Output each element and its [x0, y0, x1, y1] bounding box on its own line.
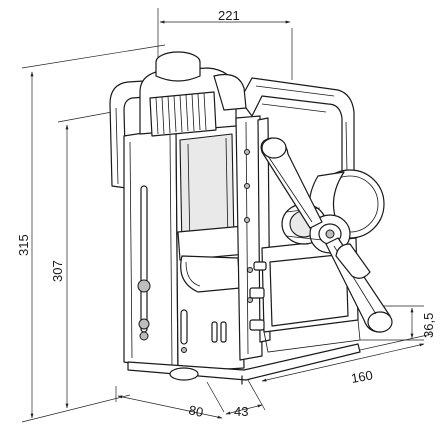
magnet-base [127, 237, 361, 385]
dim-height-315: 315 [16, 234, 31, 256]
dim-width-221: 221 [218, 8, 240, 23]
dim-base-43: 43 [234, 404, 248, 419]
motor-top [139, 51, 247, 137]
slide-bolts [249, 261, 267, 331]
dim-base-80: 80 [187, 402, 204, 420]
feed-handles [260, 137, 393, 333]
dim-height-307: 307 [50, 260, 65, 282]
dim-depth-160: 160 [350, 367, 374, 386]
dim-side-36-5: 36,5 [421, 313, 436, 338]
